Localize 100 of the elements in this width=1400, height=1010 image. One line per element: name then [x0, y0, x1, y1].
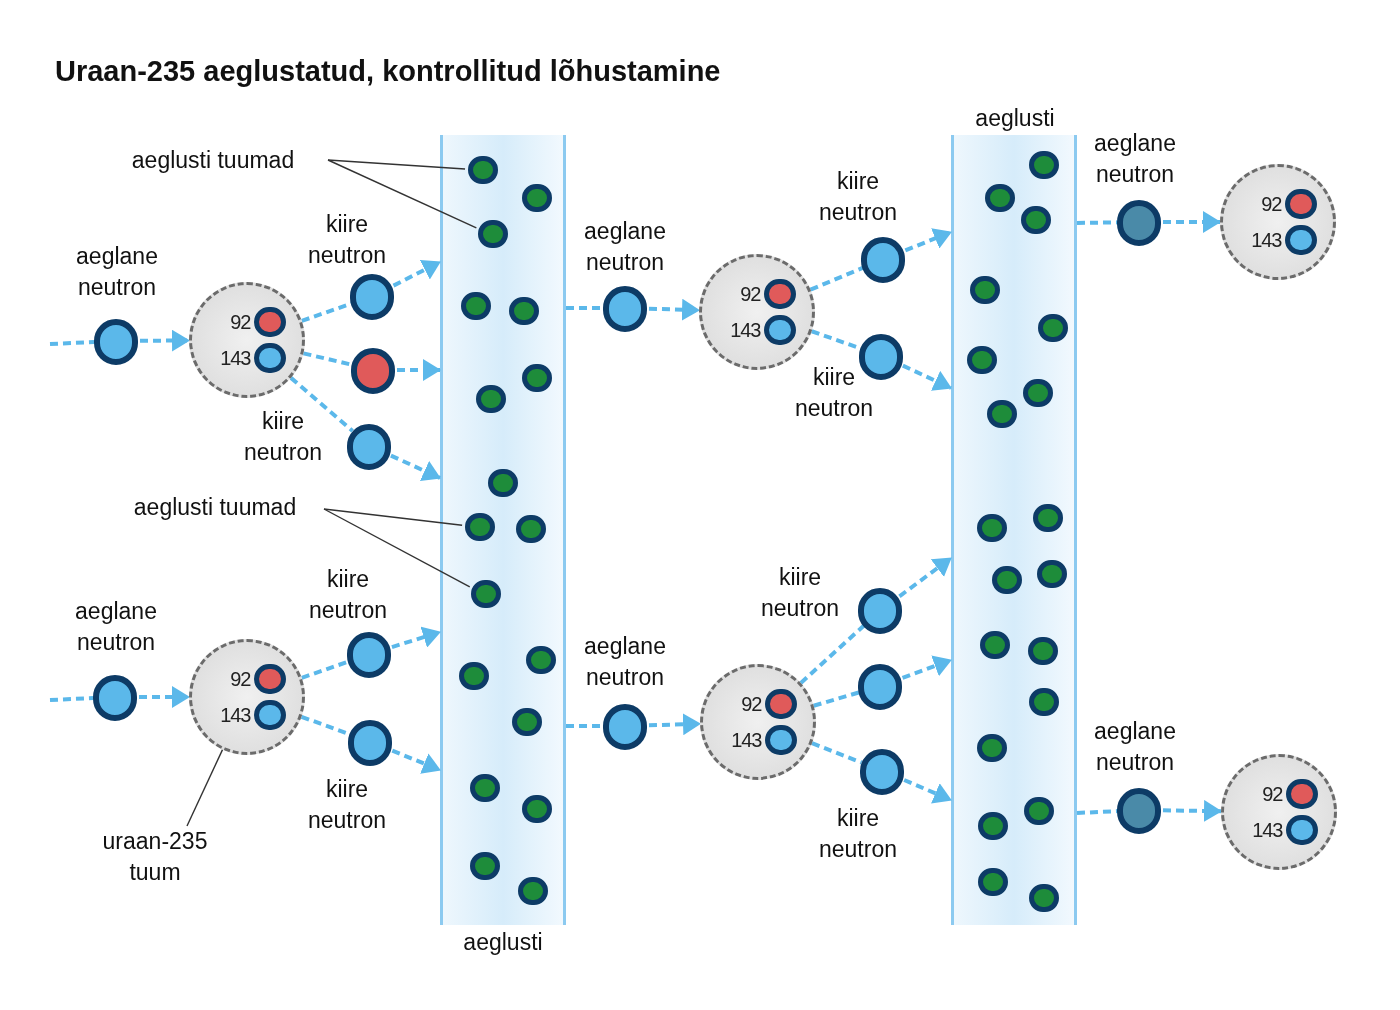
- moderator-nucleus: [1024, 797, 1054, 825]
- neutron-particle: [1117, 788, 1161, 834]
- nucleon-count: 92: [740, 692, 762, 717]
- particle-label: aeglane neutron: [74, 597, 158, 657]
- moderator-nucleus: [465, 513, 495, 541]
- neutron-path-arrow: [1162, 799, 1222, 822]
- moderator-nucleus: [522, 364, 552, 392]
- neutron-particle: [347, 424, 391, 470]
- particle-label: kiire neutron: [307, 775, 387, 835]
- moderator-nucleus: [488, 469, 518, 497]
- nucleon-count: 92: [1260, 192, 1282, 217]
- neutron-particle: [348, 720, 392, 766]
- callout-label: uraan-235 tuum: [80, 826, 230, 888]
- neutron-particle: [94, 319, 138, 365]
- neutron-path-arrow: [139, 686, 190, 708]
- moderator-nucleus: [522, 184, 552, 212]
- moderator-nucleus: [977, 734, 1007, 762]
- moderator-nucleus: [1038, 314, 1068, 342]
- particle-label: aeglane neutron: [75, 242, 159, 302]
- nucleon-count: 92: [1261, 782, 1283, 807]
- neutron-particle: [858, 588, 902, 634]
- moderator-label: aeglusti: [975, 103, 1055, 133]
- neutron-particle: [603, 286, 647, 332]
- moderator-nucleus: [987, 400, 1017, 428]
- particle-label: aeglane neutron: [583, 217, 667, 277]
- neutron-path-arrow: [648, 713, 702, 736]
- neutron-path-arrow: [903, 778, 952, 804]
- leader-line: [327, 159, 478, 229]
- particle-label: kiire neutron: [794, 363, 874, 423]
- moderator-nucleus: [478, 220, 508, 248]
- neutron-particle: [1117, 200, 1161, 246]
- moderator-nucleus: [518, 877, 548, 905]
- moderator-nucleus: [1023, 379, 1053, 407]
- moderator-nucleus: [459, 662, 489, 690]
- neutron-path-arrow: [140, 329, 190, 352]
- moderator-nucleus: [1021, 206, 1051, 234]
- nucleon-count: 143: [1250, 228, 1282, 253]
- moderator-nucleus: [970, 276, 1000, 304]
- neutron-path-arrow: [391, 626, 441, 649]
- moderator-nucleus: [1028, 637, 1058, 665]
- neutron-particle: [860, 749, 904, 795]
- diagram-title: Uraan-235 aeglustatud, kontrollitud lõhustamine: [55, 54, 721, 89]
- moderator-nucleus: [978, 812, 1008, 840]
- neutron-path-arrow: [390, 453, 441, 481]
- neutron-particle: [858, 664, 902, 710]
- particle-label: aeglane neutron: [583, 632, 667, 692]
- moderator-nucleus: [526, 646, 556, 674]
- nucleon-count: 143: [729, 318, 761, 343]
- particle-label: kiire neutron: [307, 210, 387, 270]
- nucleon-count: 143: [730, 728, 762, 753]
- moderator-nucleus: [471, 580, 501, 608]
- moderator-nucleus: [509, 297, 539, 325]
- proton-particle: [351, 348, 395, 394]
- neutron-particle: [859, 334, 903, 380]
- neutron-particle: [347, 632, 391, 678]
- neutron-particle: [603, 704, 647, 750]
- particle-label: kiire neutron: [243, 407, 323, 467]
- particle-label: kiire neutron: [760, 563, 840, 623]
- neutron-path-arrow: [904, 228, 952, 253]
- moderator-label: aeglusti: [463, 927, 543, 957]
- particle-label: kiire neutron: [308, 565, 388, 625]
- moderator-nucleus: [978, 868, 1008, 896]
- leader-line: [323, 508, 471, 588]
- leader-line: [327, 159, 466, 170]
- moderator-nucleus: [522, 795, 552, 823]
- nucleon-count: 92: [229, 310, 251, 335]
- neutron-path-arrow: [648, 298, 701, 321]
- nucleon-count: 92: [739, 282, 761, 307]
- moderator-nucleus: [985, 184, 1015, 212]
- moderator-nucleus: [977, 514, 1007, 542]
- neutron-path-arrow: [901, 655, 952, 680]
- leader-line: [323, 508, 463, 526]
- moderator-nucleus: [967, 346, 997, 374]
- neutron-particle: [93, 675, 137, 721]
- neutron-path-arrow: [391, 748, 441, 774]
- neutron-particle: [861, 237, 905, 283]
- moderator-nucleus: [470, 852, 500, 880]
- callout-label: aeglusti tuumad: [95, 491, 335, 523]
- particle-label: aeglane neutron: [1093, 717, 1177, 777]
- nucleon-count: 92: [229, 667, 251, 692]
- moderator-nucleus: [992, 566, 1022, 594]
- neutron-path-arrow: [902, 363, 952, 391]
- neutron-particle: [350, 274, 394, 320]
- leader-line: [186, 748, 224, 827]
- moderator-nucleus: [516, 515, 546, 543]
- particle-label: kiire neutron: [818, 804, 898, 864]
- particle-label: aeglane neutron: [1093, 129, 1177, 189]
- moderator-nucleus: [1029, 151, 1059, 179]
- callout-label: aeglusti tuumad: [93, 144, 333, 176]
- neutron-path-arrow: [1163, 211, 1221, 233]
- moderator-nucleus: [1033, 504, 1063, 532]
- moderator-nucleus: [1037, 560, 1067, 588]
- moderator-nucleus: [1029, 884, 1059, 912]
- moderator-nucleus: [468, 156, 498, 184]
- nucleon-count: 143: [1251, 818, 1283, 843]
- moderator-nucleus: [512, 708, 542, 736]
- moderator-nucleus: [470, 774, 500, 802]
- particle-label: kiire neutron: [818, 167, 898, 227]
- nucleon-count: 143: [219, 703, 251, 728]
- moderator-nucleus: [980, 631, 1010, 659]
